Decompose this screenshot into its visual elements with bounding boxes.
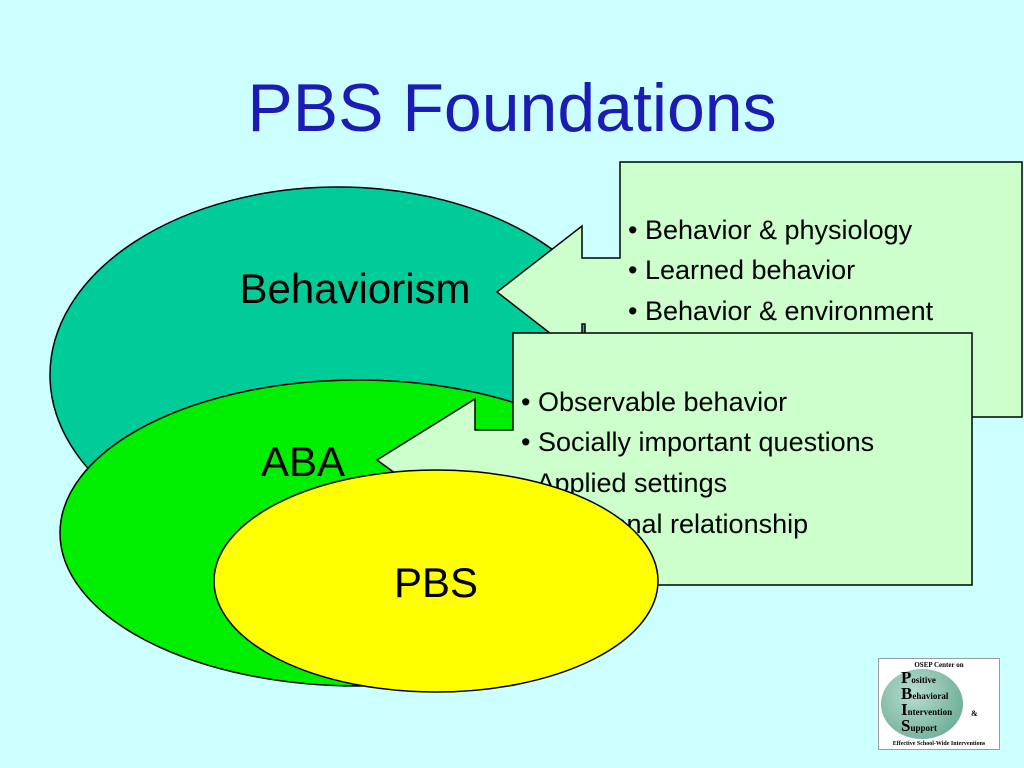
logo-acronym: Positive Behavioral Intervention Support — [901, 668, 953, 735]
behaviorism-label: Behaviorism — [239, 265, 470, 312]
aba-label: ABA — [261, 438, 345, 485]
logo-globe — [881, 669, 963, 739]
logo-letter: I — [901, 700, 908, 719]
logo-word: upport — [910, 723, 937, 733]
aba-bullet: • Socially important questions — [521, 427, 874, 457]
aba-bullet: • Observable behavior — [521, 387, 787, 417]
pbs-ellipse — [213, 469, 659, 693]
slide-title: PBS Foundations — [247, 70, 777, 146]
logo-top-text: OSEP Center on — [914, 661, 964, 669]
logo-word: ositive — [911, 675, 936, 685]
pbs-label: PBS — [394, 559, 478, 606]
logo-bottom-text: Effective School-Wide Interventions — [892, 741, 986, 747]
pbis-logo: OSEP Center on Positive Behavioral Inter… — [878, 658, 1000, 750]
logo-word: ehavioral — [912, 691, 949, 701]
logo-letter: B — [901, 684, 913, 703]
logo-letter: S — [901, 716, 911, 735]
logo-letter: P — [901, 668, 912, 687]
behaviorism-bullet: • Behavior & physiology — [628, 215, 913, 245]
behaviorism-bullet: • Behavior & environment — [628, 296, 934, 326]
behaviorism-bullet: • Learned behavior — [628, 255, 855, 285]
logo-word: ntervention — [907, 707, 953, 717]
logo-ampersand: & — [971, 709, 978, 718]
